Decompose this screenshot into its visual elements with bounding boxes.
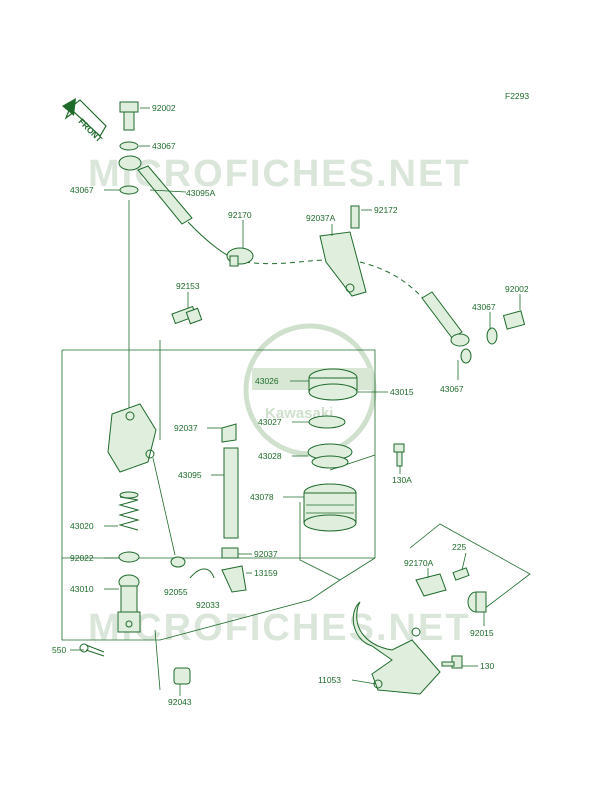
bracket-92170a [415,567,470,597]
part-label: 43067 [70,185,94,195]
part-label: 43078 [250,492,274,502]
cotter-pin [79,643,105,657]
assembly-outlines [61,349,531,641]
spring [118,491,140,531]
part-label: 92170 [228,210,252,220]
clevis-pin [154,629,191,691]
hose-bracket [319,205,367,297]
o-ring [170,556,186,568]
watermark-bottom: MICROFICHES.NET [88,607,471,649]
part-label: 130 [480,661,494,671]
part-label: 43010 [70,584,94,594]
part-label: 43067 [152,141,176,151]
part-label: 92037A [306,213,336,223]
part-label: 92022 [70,553,94,563]
bolt-92153 [171,305,203,325]
part-label: 13159 [254,568,278,578]
hose-clamp [226,247,254,267]
part-labels: 92002 43067 43067 43095A 92170 92037A 92… [52,103,529,707]
master-cylinder [107,200,176,556]
part-label: 92015 [470,628,494,638]
screw-130a [393,443,405,467]
part-label: 11053 [318,675,341,685]
part-label: 43020 [70,521,94,531]
circlip [118,551,140,563]
part-label: 92037 [174,423,198,433]
figure-code: F2293 [505,91,529,101]
clip [189,568,215,579]
leader-lines [70,107,521,696]
part-label: 92002 [152,103,176,113]
reservoir-cap [308,368,358,401]
part-label: 92170A [404,558,434,568]
part-label: 92153 [176,281,200,291]
part-label: 92002 [505,284,529,294]
push-rod [117,574,141,633]
reservoir [303,483,357,532]
part-label: 130A [392,475,412,485]
bolt-130 [441,655,463,669]
part-label: 43067 [472,302,496,312]
diaphragm [307,443,353,469]
part-label: 92043 [168,697,192,707]
part-label: 225 [452,542,466,552]
banjo-bolt-top [119,101,139,195]
part-label: 92172 [374,205,398,215]
part-label: 43028 [258,451,282,461]
part-label: 43026 [255,376,279,386]
part-label: 43015 [390,387,414,397]
part-label: 43067 [440,384,464,394]
part-label: 92055 [164,587,188,597]
part-label: 550 [52,645,66,655]
reservoir-hose [221,423,247,593]
diaphragm-plate [308,415,346,429]
front-arrow-icon: FRONT [62,98,107,145]
banjo-bolt-right [460,310,526,364]
collar [467,591,487,613]
part-label: 43027 [258,417,282,427]
part-label: 92033 [196,600,220,610]
part-label: 43095A [186,188,216,198]
part-label: 92037 [254,549,278,559]
part-label: 43095 [178,470,202,480]
